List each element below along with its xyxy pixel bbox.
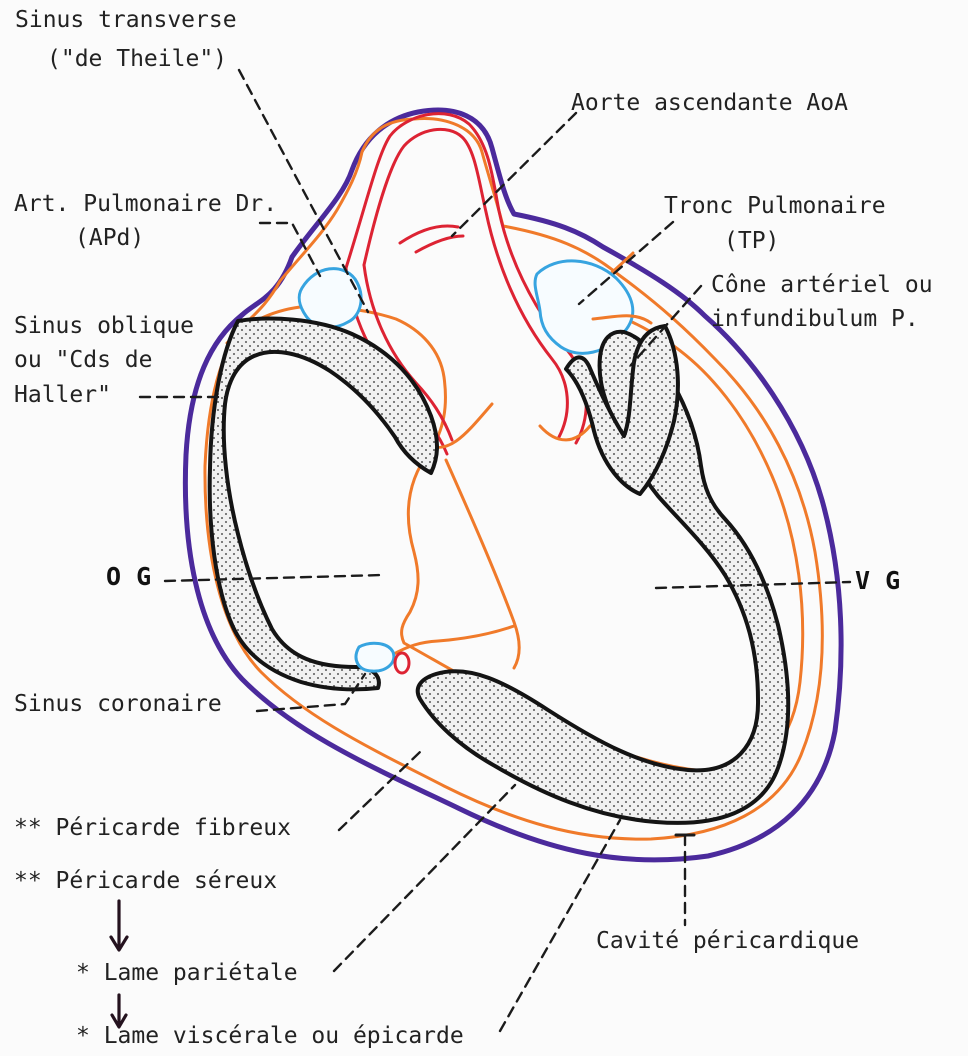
- right-pulmonary-artery: [299, 269, 361, 328]
- label-tronc-2: (TP): [724, 228, 779, 254]
- leader-viscerale: [500, 820, 620, 1031]
- label-art-pulmonaire-1: Art. Pulmonaire Dr.: [14, 191, 277, 217]
- label-sinus-transverse-2: ("de Theile"): [47, 46, 227, 72]
- label-lame-parietale: * Lame pariétale: [76, 960, 298, 986]
- leader-parietale: [334, 785, 515, 971]
- aortic-valve-right: [416, 236, 463, 252]
- label-sinus-coronaire: Sinus coronaire: [14, 691, 222, 717]
- leader-aorte: [452, 113, 576, 236]
- coronary-artery-section: [395, 653, 409, 673]
- septum-curve: [392, 626, 514, 655]
- label-cavite: Cavité péricardique: [596, 928, 859, 954]
- label-cone-2: infundibulum P.: [711, 306, 919, 332]
- label-vg: V G: [855, 566, 900, 595]
- label-lame-viscerale: * Lame viscérale ou épicarde: [76, 1023, 464, 1049]
- leader-og: [165, 575, 383, 581]
- label-pericarde-fibreux: ** Péricarde fibreux: [14, 815, 291, 841]
- label-sinus-oblique-1: Sinus oblique: [14, 313, 194, 339]
- label-og: O G: [106, 562, 151, 591]
- label-sinus-oblique-2: ou "Cds de: [14, 347, 152, 373]
- label-pericarde-sereux: ** Péricarde séreux: [14, 868, 277, 894]
- label-aorte: Aorte ascendante AoA: [571, 90, 848, 116]
- label-sinus-oblique-3: Haller": [14, 382, 111, 408]
- aortic-valve-left: [400, 226, 458, 243]
- leader-fibreux: [339, 752, 420, 830]
- atrial-septum-line: [446, 460, 519, 668]
- label-tronc-1: Tronc Pulmonaire: [664, 193, 886, 219]
- label-sinus-transverse-1: Sinus transverse: [15, 7, 237, 33]
- coronary-sinus: [356, 643, 394, 671]
- label-cone-1: Cône artériel ou: [711, 272, 933, 298]
- label-art-pulmonaire-2: (APd): [75, 225, 144, 251]
